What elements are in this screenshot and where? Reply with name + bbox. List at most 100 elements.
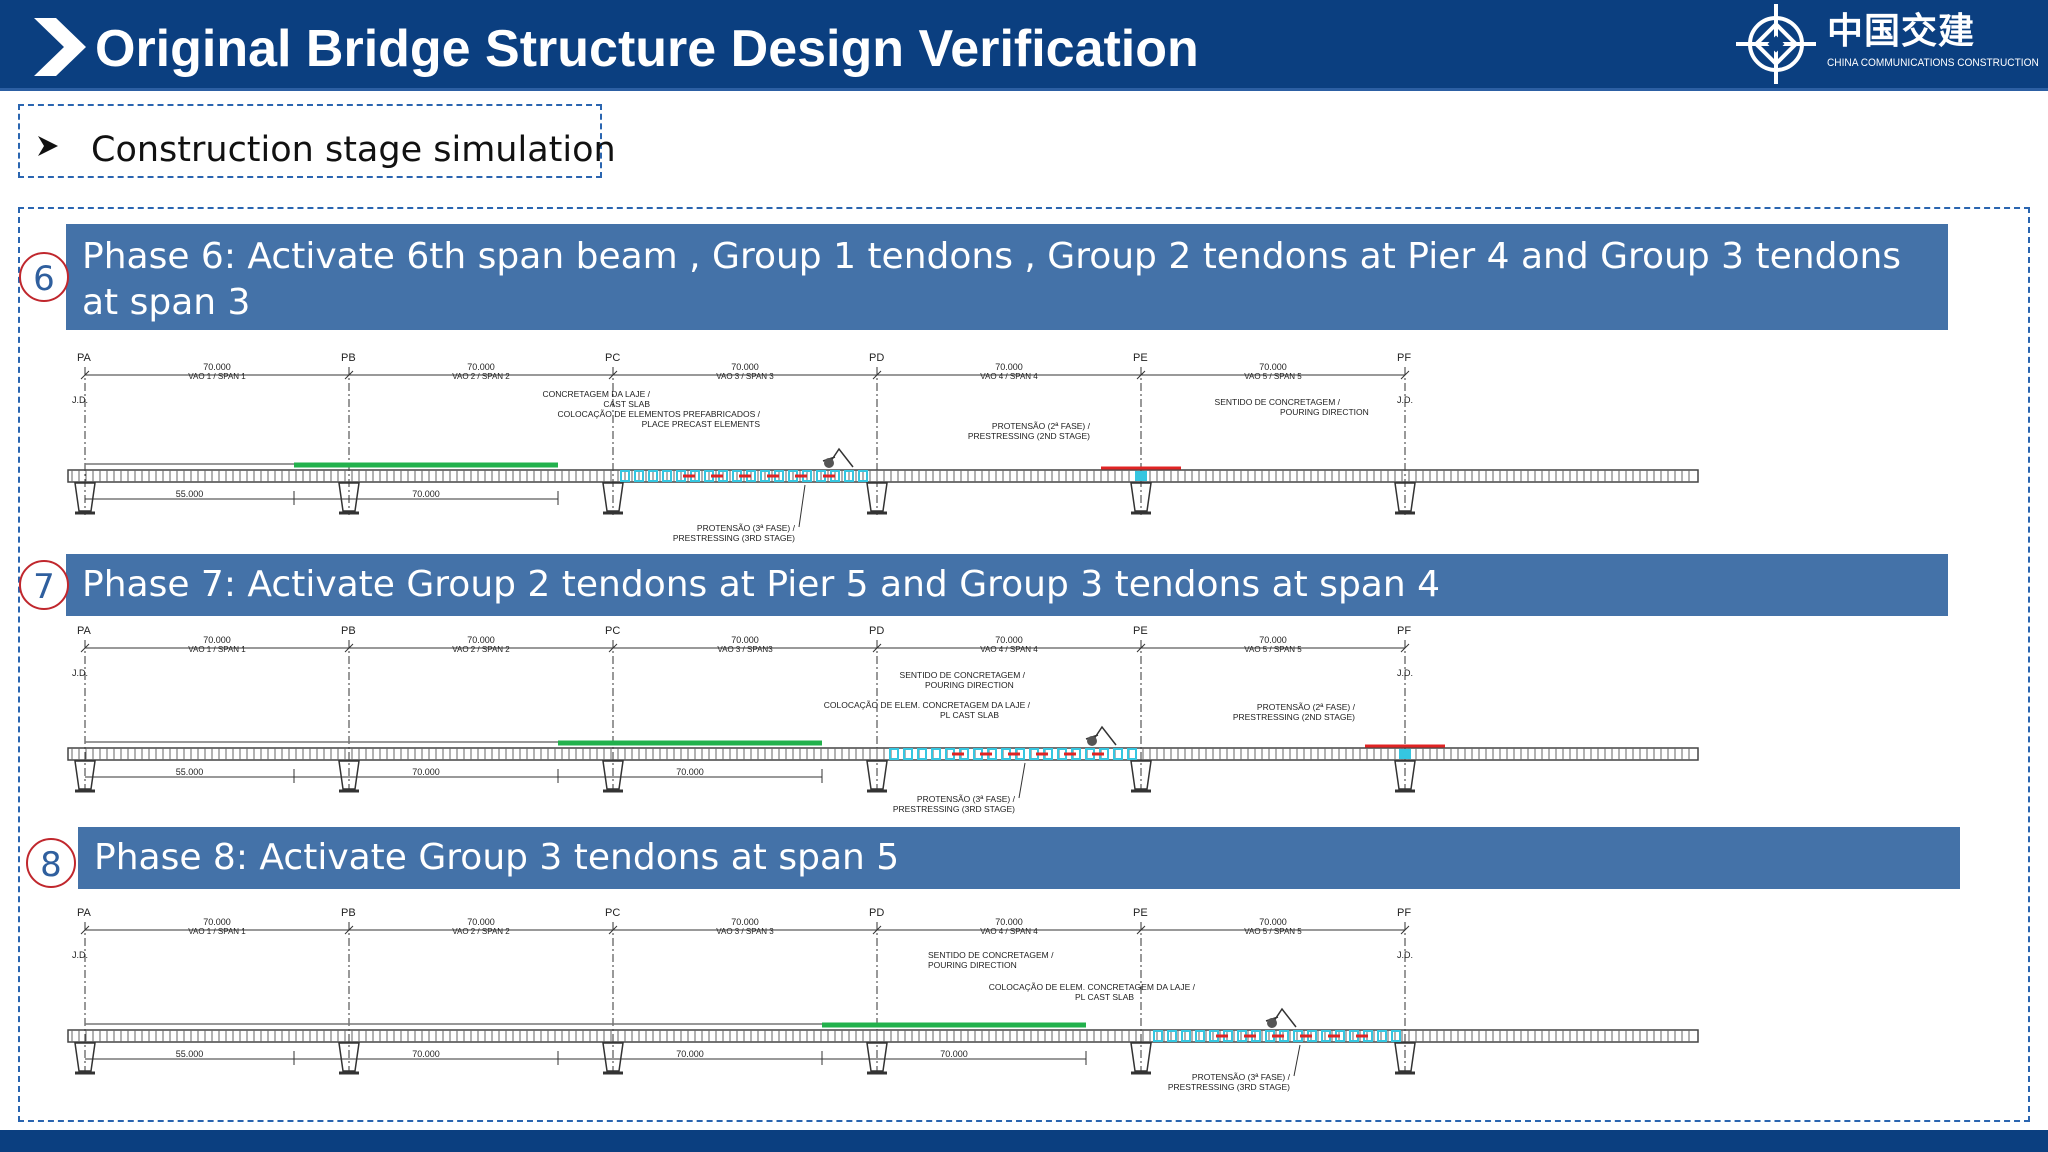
span-name: VAO 2 / SPAN 2 (452, 927, 510, 936)
drawing-note: PROTENSÃO (2ª FASE) / (1257, 702, 1356, 712)
pier-label-pa: PA (77, 352, 92, 364)
phase-8-number-badge: 8 (26, 838, 76, 888)
bottom-dimension: 55.000 (176, 489, 204, 499)
precast-element (917, 748, 927, 760)
span-name: VAO 5 / SPAN 5 (1244, 372, 1302, 381)
span-name: VAO 2 / SPAN 2 (452, 372, 510, 381)
crane-wheel (1087, 736, 1097, 746)
dim-tick (872, 925, 882, 935)
phase-6-text: Phase 6: Activate 6th span beam , Group … (82, 236, 1902, 323)
precast-element (620, 470, 630, 482)
pier-column (1130, 1042, 1152, 1072)
drawing-note: SENTIDO DE CONCRETAGEM / (928, 950, 1054, 960)
drawing-note: PRESTRESSING (3RD STAGE) (893, 804, 1015, 814)
drawing-note: PRESTRESSING (2ND STAGE) (1233, 712, 1355, 722)
drawing-note: PROTENSÃO (3ª FASE) / (697, 523, 796, 533)
pier-label-pb: PB (341, 625, 356, 637)
phase-7-banner: Phase 7: Activate Group 2 tendons at Pie… (66, 554, 1948, 616)
dim-tick (608, 925, 618, 935)
pier-column (338, 1042, 360, 1072)
precast-element (648, 470, 658, 482)
pier-label-pe: PE (1133, 625, 1148, 637)
dim-tick (608, 370, 618, 380)
dim-tick (1136, 643, 1146, 653)
precast-element (1391, 1030, 1401, 1042)
phase-8-banner: Phase 8: Activate Group 3 tendons at spa… (78, 827, 1960, 889)
pier-label-pb: PB (341, 907, 356, 919)
span-name: VAO 1 / SPAN 1 (188, 372, 246, 381)
precast-element (1181, 1030, 1191, 1042)
chevron-arrow-icon (34, 18, 86, 76)
dim-tick (608, 643, 618, 653)
phase-6-banner: Phase 6: Activate 6th span beam , Group … (66, 224, 1948, 330)
drawing-note: PL CAST SLAB (940, 710, 999, 720)
jd-label-left: J.D. (72, 950, 88, 960)
dim-tick (344, 370, 354, 380)
jd-label-right: J.D. (1397, 395, 1413, 405)
pier-label-pc: PC (605, 352, 620, 364)
drawing-note: SENTIDO DE CONCRETAGEM / (1215, 397, 1341, 407)
bottom-dimension: 70.000 (676, 767, 704, 777)
pier-label-pd: PD (869, 625, 884, 637)
leader-line (1018, 762, 1026, 799)
precast-element (889, 748, 899, 760)
precast-element (1167, 1030, 1177, 1042)
pier-column (866, 1042, 888, 1072)
precast-element (1127, 748, 1137, 760)
dim-tick (1400, 643, 1410, 653)
phases-container (18, 207, 2030, 1122)
pier-label-pa: PA (77, 625, 92, 637)
header-divider (0, 88, 2048, 91)
pier-label-pd: PD (869, 352, 884, 364)
span-dimension: 70.000 (203, 362, 231, 372)
pier-column (74, 482, 96, 512)
precast-element (662, 470, 672, 482)
drawing-note: CONCRETAGEM DA LAJE / (542, 389, 650, 399)
pier-column (1394, 760, 1416, 790)
span-dimension: 70.000 (467, 917, 495, 927)
span-name: VAO 4 / SPAN 4 (980, 372, 1038, 381)
span-dimension: 70.000 (203, 917, 231, 927)
span-dimension: 70.000 (731, 917, 759, 927)
pier-column (74, 1042, 96, 1072)
bottom-dimension: 70.000 (676, 1049, 704, 1059)
bottom-dimension: 55.000 (176, 1049, 204, 1059)
dim-tick (872, 643, 882, 653)
span-name: VAO 5 / SPAN 5 (1244, 645, 1302, 654)
precast-element (1195, 1030, 1205, 1042)
pier-label-pf: PF (1397, 352, 1411, 364)
span-name: VAO 1 / SPAN 1 (188, 645, 246, 654)
pier-column (1130, 482, 1152, 512)
dim-tick (80, 370, 90, 380)
pier-column (866, 760, 888, 790)
drawing-note: COLOCAÇÃO DE ELEM. CONCRETAGEM DA LAJE / (989, 982, 1196, 992)
deck-girder (67, 1029, 1699, 1043)
leader-line (1293, 1044, 1301, 1077)
phase-8-text: Phase 8: Activate Group 3 tendons at spa… (94, 837, 900, 878)
bottom-dimension: 70.000 (940, 1049, 968, 1059)
crane-wheel (1267, 1018, 1277, 1028)
section-subtitle: Construction stage simulation (91, 130, 616, 170)
cccc-logo-icon (1736, 4, 1816, 84)
precast-element (1377, 1030, 1387, 1042)
precast-element (844, 470, 854, 482)
span-dimension: 70.000 (1259, 917, 1287, 927)
logo-english-text: CHINA COMMUNICATIONS CONSTRUCTION (1827, 57, 2039, 69)
precast-element (903, 748, 913, 760)
section-label-box (18, 104, 602, 178)
span-dimension: 70.000 (467, 635, 495, 645)
pier-label-pb: PB (341, 352, 356, 364)
header-bar (0, 0, 2048, 88)
pier-column (602, 1042, 624, 1072)
drawing-note: COLOCAÇÃO DE ELEMENTOS PREFABRICADOS / (558, 409, 761, 419)
bottom-dimension: 55.000 (176, 767, 204, 777)
arrow-bullet-icon (38, 136, 58, 156)
dim-tick (1400, 370, 1410, 380)
drawing-note: POURING DIRECTION (928, 960, 1017, 970)
dim-tick (1400, 925, 1410, 935)
span-name: VAO 5 / SPAN 5 (1244, 927, 1302, 936)
span-dimension: 70.000 (995, 917, 1023, 927)
page-title: Original Bridge Structure Design Verific… (95, 20, 1199, 78)
leader-line (798, 484, 806, 528)
